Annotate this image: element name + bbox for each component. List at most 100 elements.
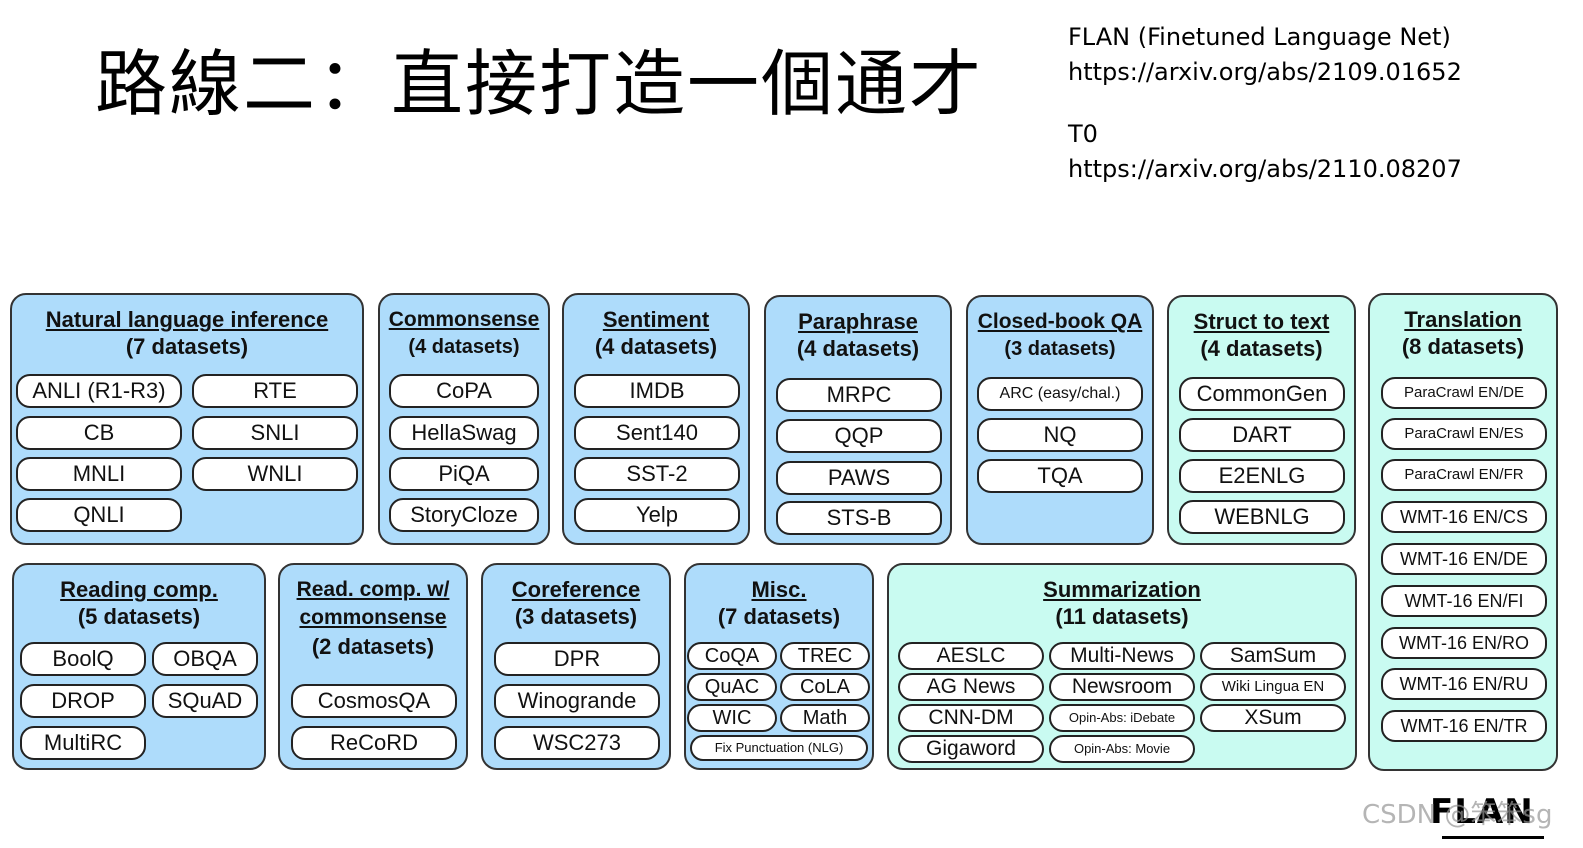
dataset-pill: Math [780, 704, 870, 732]
cluster-struct-to-text: Struct to text (4 datasets) CommonGen DA… [1167, 295, 1356, 545]
watermark: CSDN @笨笨sg [1362, 800, 1553, 830]
dataset-pill: AG News [898, 673, 1044, 701]
cluster-title-line2: commonsense [299, 606, 447, 629]
reference-t0-name: T0 [1068, 120, 1098, 148]
dataset-pill: WEBNLG [1179, 500, 1345, 534]
dataset-pill: DROP [20, 684, 146, 718]
cluster-count: (11 datasets) [1055, 604, 1189, 629]
cluster-count: (7 datasets) [717, 604, 841, 629]
cluster-count: (7 datasets) [125, 334, 249, 359]
dataset-pill: Gigaword [898, 735, 1044, 763]
dataset-pill: WSC273 [494, 726, 660, 760]
dataset-pill: Wiki Lingua EN [1200, 673, 1346, 701]
cluster-count: (4 datasets) [796, 336, 920, 361]
cluster-count: (2 datasets) [311, 634, 435, 659]
dataset-pill: CB [16, 416, 182, 450]
reference-flan-url[interactable]: https://arxiv.org/abs/2109.01652 [1068, 58, 1462, 86]
cluster-title: Closed-book QA [977, 310, 1143, 333]
cluster-summarization: Summarization (11 datasets) AESLC Multi-… [887, 563, 1357, 770]
cluster-title: Read. comp. w/ [296, 578, 450, 601]
dataset-pill: ANLI (R1-R3) [16, 374, 182, 408]
cluster-misc: Misc. (7 datasets) CoQA TREC QuAC CoLA W… [684, 563, 874, 770]
dataset-pill: PiQA [389, 457, 539, 491]
dataset-pill: MultiRC [20, 726, 146, 760]
cluster-count: (3 datasets) [1004, 338, 1116, 360]
dataset-pill: DPR [494, 642, 660, 676]
dataset-pill: SQuAD [152, 684, 258, 718]
reference-flan-name: FLAN (Finetuned Language Net) [1068, 23, 1451, 51]
dataset-pill: Multi-News [1049, 642, 1195, 670]
cluster-title: Coreference [511, 577, 641, 602]
cluster-read-comp-commonsense: Read. comp. w/ commonsense (2 datasets) … [278, 563, 468, 770]
dataset-pill: TQA [977, 459, 1143, 493]
dataset-pill: BoolQ [20, 642, 146, 676]
slide-title: 路線二：直接打造一個通才 [95, 42, 984, 126]
dataset-pill: PAWS [776, 461, 942, 495]
cluster-count: (5 datasets) [77, 604, 201, 629]
dataset-pill: WIC [687, 704, 777, 732]
references: FLAN (Finetuned Language Net) https://ar… [1068, 20, 1462, 187]
dataset-pill: QNLI [16, 498, 182, 532]
cluster-title: Paraphrase [798, 309, 918, 334]
dataset-pill: AESLC [898, 642, 1044, 670]
dataset-pill: WMT-16 EN/TR [1381, 710, 1547, 742]
dataset-pill: MNLI [16, 457, 182, 491]
dataset-pill: HellaSwag [389, 416, 539, 450]
dataset-pill: MRPC [776, 378, 942, 412]
cluster-count: (4 datasets) [408, 336, 520, 358]
reference-t0-url[interactable]: https://arxiv.org/abs/2110.08207 [1068, 155, 1462, 183]
dataset-pill: Newsroom [1049, 673, 1195, 701]
dataset-pill: Winogrande [494, 684, 660, 718]
cluster-title: Translation [1404, 307, 1522, 332]
dataset-pill: Sent140 [574, 416, 740, 450]
flan-logo: FLAN [1430, 792, 1534, 832]
dataset-pill: DART [1179, 418, 1345, 452]
cluster-count: (4 datasets) [1200, 336, 1323, 361]
dataset-pill: E2ENLG [1179, 459, 1345, 493]
dataset-pill: WMT-16 EN/CS [1381, 501, 1547, 533]
cluster-closed-book-qa: Closed-book QA (3 datasets) ARC (easy/ch… [966, 295, 1154, 545]
dataset-pill: CoPA [389, 374, 539, 408]
dataset-pill: CosmosQA [291, 684, 457, 718]
cluster-commonsense: Commonsense (4 datasets) CoPA HellaSwag … [378, 293, 550, 545]
dataset-pill: ARC (easy/chal.) [977, 377, 1143, 411]
cluster-title: Natural language inference [45, 307, 329, 332]
cluster-nli: Natural language inference (7 datasets) … [10, 293, 364, 545]
dataset-pill: WMT-16 EN/RU [1381, 668, 1547, 700]
dataset-pill: ParaCrawl EN/DE [1381, 377, 1547, 409]
cluster-title: Struct to text [1193, 309, 1330, 334]
cluster-count: (3 datasets) [514, 604, 638, 629]
dataset-pill: RTE [192, 374, 358, 408]
dataset-pill: WMT-16 EN/DE [1381, 543, 1547, 575]
dataset-pill: Yelp [574, 498, 740, 532]
dataset-pill: SNLI [192, 416, 358, 450]
cluster-title: Sentiment [602, 307, 710, 332]
cluster-translation: Translation (8 datasets) ParaCrawl EN/DE… [1368, 293, 1558, 771]
dataset-pill: IMDB [574, 374, 740, 408]
cluster-title: Misc. [751, 577, 807, 602]
dataset-pill: Opin-Abs: Movie [1049, 735, 1195, 763]
dataset-pill: WMT-16 EN/FI [1381, 585, 1547, 617]
cluster-title: Summarization [1043, 577, 1201, 602]
dataset-pill: StoryCloze [389, 498, 539, 532]
dataset-pill: Opin-Abs: iDebate [1049, 704, 1195, 732]
dataset-pill: CommonGen [1179, 377, 1345, 411]
dataset-pill: QuAC [687, 673, 777, 701]
dataset-pill: ReCoRD [291, 726, 457, 760]
dataset-pill: SamSum [1200, 642, 1346, 670]
dataset-pill: TREC [780, 642, 870, 670]
dataset-pill: QQP [776, 419, 942, 453]
cluster-paraphrase: Paraphrase (4 datasets) MRPC QQP PAWS ST… [764, 295, 952, 545]
dataset-pill: CoLA [780, 673, 870, 701]
cluster-sentiment: Sentiment (4 datasets) IMDB Sent140 SST-… [562, 293, 750, 545]
cluster-reading-comp: Reading comp. (5 datasets) BoolQ OBQA DR… [12, 563, 266, 770]
dataset-pill: XSum [1200, 704, 1346, 732]
cluster-title: Reading comp. [60, 577, 218, 602]
dataset-pill: OBQA [152, 642, 258, 676]
dataset-pill: CNN-DM [898, 704, 1044, 732]
flan-logo-underline [1442, 836, 1544, 839]
cluster-coreference: Coreference (3 datasets) DPR Winogrande … [481, 563, 671, 770]
dataset-pill: SST-2 [574, 457, 740, 491]
dataset-pill: CoQA [687, 642, 777, 670]
dataset-pill: WNLI [192, 457, 358, 491]
